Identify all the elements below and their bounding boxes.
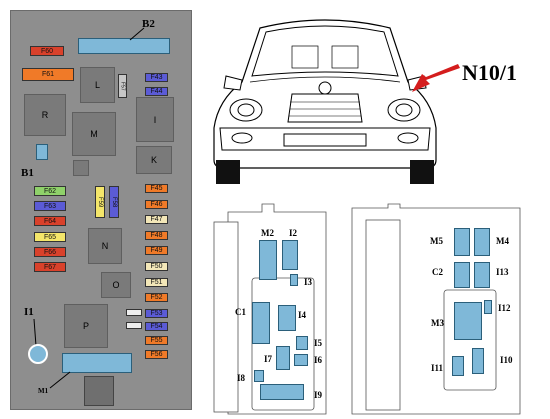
- fuse-f67: F67: [34, 262, 66, 272]
- fuse-f62: F62: [34, 186, 66, 196]
- connector-i5: [296, 336, 308, 350]
- callout-label-n10-1: N10/1: [462, 60, 517, 85]
- label-b2: B2: [142, 18, 155, 30]
- bottom-bracket: [84, 376, 114, 406]
- label-i13: I13: [496, 267, 509, 277]
- fuse-f55: F55: [145, 336, 168, 345]
- label-c2: C2: [432, 267, 443, 277]
- fuse-f44: F44: [145, 87, 168, 96]
- label-i5: I5: [314, 338, 323, 348]
- relay-k: K: [136, 146, 172, 174]
- fuse-f49: F49: [145, 246, 168, 255]
- fuse-f58: F58: [109, 186, 119, 218]
- fuse-f46: F46: [145, 200, 168, 209]
- label-m4: M4: [496, 236, 509, 246]
- module-left-housing: [213, 203, 327, 415]
- relay-r: R: [24, 94, 66, 136]
- fuse-f56: F56: [145, 350, 168, 359]
- fuse-f53: F53: [145, 309, 168, 318]
- connector-i12: [484, 300, 492, 314]
- fuse-f48: F48: [145, 231, 168, 240]
- fuse-f61: F61: [22, 68, 74, 81]
- callout-arrow-n10-1: [412, 64, 460, 92]
- label-i6: I6: [314, 355, 323, 365]
- label-i8: I8: [237, 373, 246, 383]
- connector-i8: [254, 370, 264, 382]
- connector-i9: [260, 384, 304, 400]
- clip-1: [126, 309, 142, 316]
- relay-i: I: [136, 97, 174, 142]
- relay-p: P: [64, 304, 108, 348]
- fuse-f66: F66: [34, 247, 66, 257]
- label-m2: M2: [261, 228, 274, 238]
- connector-i6: [294, 354, 308, 366]
- connector-i10: [472, 348, 484, 374]
- fuse-f43: F43: [145, 73, 168, 82]
- connector-i3: [290, 274, 298, 286]
- relay-n: N: [88, 228, 122, 264]
- label-i1: I1: [24, 306, 34, 318]
- connector-m5: [454, 228, 470, 256]
- fuse-f47: F47: [145, 215, 168, 224]
- fuse-f65: F65: [34, 232, 66, 242]
- relay-o: O: [101, 272, 131, 298]
- label-m5: M5: [430, 236, 443, 246]
- car-front-illustration: [213, 19, 437, 184]
- label-i7: I7: [264, 354, 273, 364]
- relay-m: M: [72, 112, 116, 156]
- pointer-i1: [33, 318, 37, 347]
- label-i10: I10: [500, 355, 513, 365]
- label-i3: I3: [304, 277, 313, 287]
- label-i9: I9: [314, 390, 323, 400]
- connector-m2: [259, 240, 277, 280]
- fuse-f64: F64: [34, 216, 66, 226]
- fuse-f59: F59: [95, 186, 105, 218]
- connector-b1: [36, 144, 48, 160]
- fuse-f54: F54: [145, 322, 168, 331]
- connector-c2: [454, 262, 470, 288]
- connector-i2: [282, 240, 298, 270]
- fuse-f50: F50: [145, 262, 168, 271]
- label-m1: M1: [38, 387, 49, 395]
- label-i2: I2: [289, 228, 298, 238]
- fuse-f45: F45: [145, 184, 168, 193]
- connector-m4: [474, 228, 490, 256]
- connector-m1: [62, 353, 132, 373]
- label-i12: I12: [498, 303, 511, 313]
- connector-i4: [278, 305, 296, 331]
- label-m3: M3: [431, 318, 444, 328]
- label-i11: I11: [431, 363, 444, 373]
- relay-small: [73, 160, 89, 176]
- connector-i13: [474, 262, 490, 288]
- pointer-m1: [49, 371, 71, 389]
- fuse-f60: F60: [30, 46, 64, 56]
- connector-m3: [454, 302, 482, 340]
- pointer-b2: [129, 27, 145, 41]
- fuse-f63: F63: [34, 201, 66, 211]
- connector-i1: [28, 344, 48, 364]
- label-c1: C1: [235, 307, 246, 317]
- fuse-f52: F52: [145, 293, 168, 302]
- label-b1: B1: [21, 167, 34, 179]
- clip-2: [126, 322, 142, 329]
- connector-i7: [276, 346, 290, 370]
- connector-c1: [252, 302, 270, 344]
- relay-l: L: [80, 67, 115, 103]
- connector-i11: [452, 356, 464, 376]
- connector-b2: [78, 38, 170, 54]
- fuse-f57: F57: [118, 74, 127, 98]
- fuse-f51: F51: [145, 278, 168, 287]
- label-i4: I4: [298, 310, 307, 320]
